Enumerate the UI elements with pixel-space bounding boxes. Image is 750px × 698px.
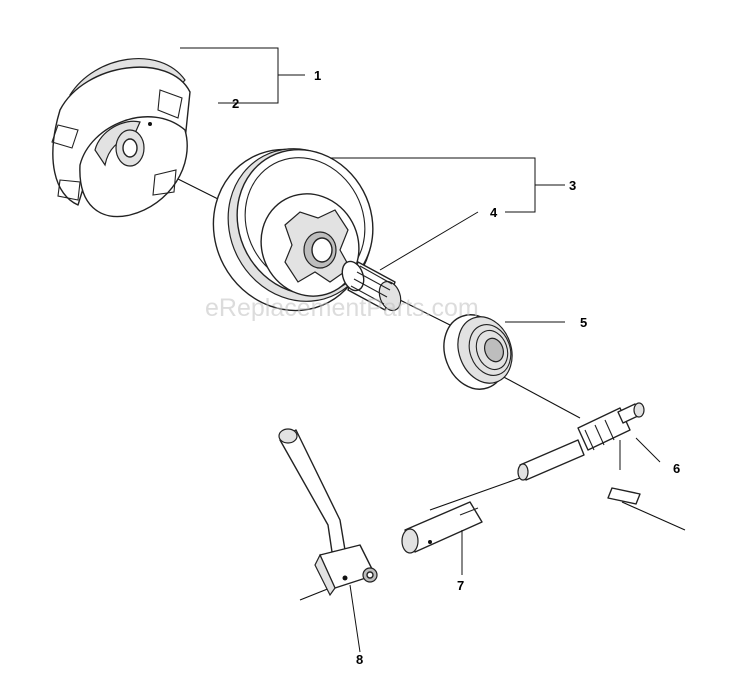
clutch-part (51, 58, 191, 218)
watermark: eReplacementParts.com (205, 294, 479, 322)
lever-part (278, 428, 378, 597)
callout-7: 7 (457, 578, 464, 593)
drive-shaft (517, 402, 645, 505)
callout-5: 5 (580, 315, 587, 330)
needle-bearing (341, 260, 402, 312)
callout-4: 4 (490, 205, 498, 220)
callout-8: 8 (356, 652, 363, 667)
clutch-drum (212, 148, 374, 312)
washer-part (443, 314, 513, 390)
callout-3: 3 (569, 178, 576, 193)
callout-2: 2 (232, 96, 239, 111)
callout-6: 6 (673, 461, 680, 476)
callout-1: 1 (314, 68, 321, 83)
sleeve-part (401, 501, 483, 554)
leader-lines (180, 47, 661, 653)
